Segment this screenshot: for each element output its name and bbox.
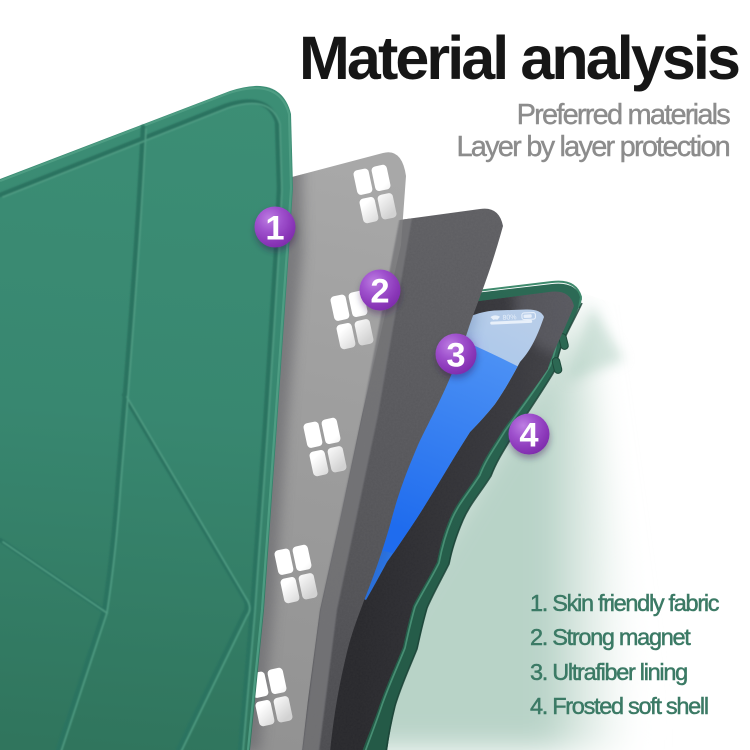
- svg-text:80%: 80%: [502, 314, 516, 322]
- svg-text:2: 2: [370, 273, 389, 311]
- svg-text:3: 3: [446, 337, 465, 375]
- svg-text:4: 4: [519, 417, 538, 455]
- svg-text:1: 1: [265, 210, 284, 248]
